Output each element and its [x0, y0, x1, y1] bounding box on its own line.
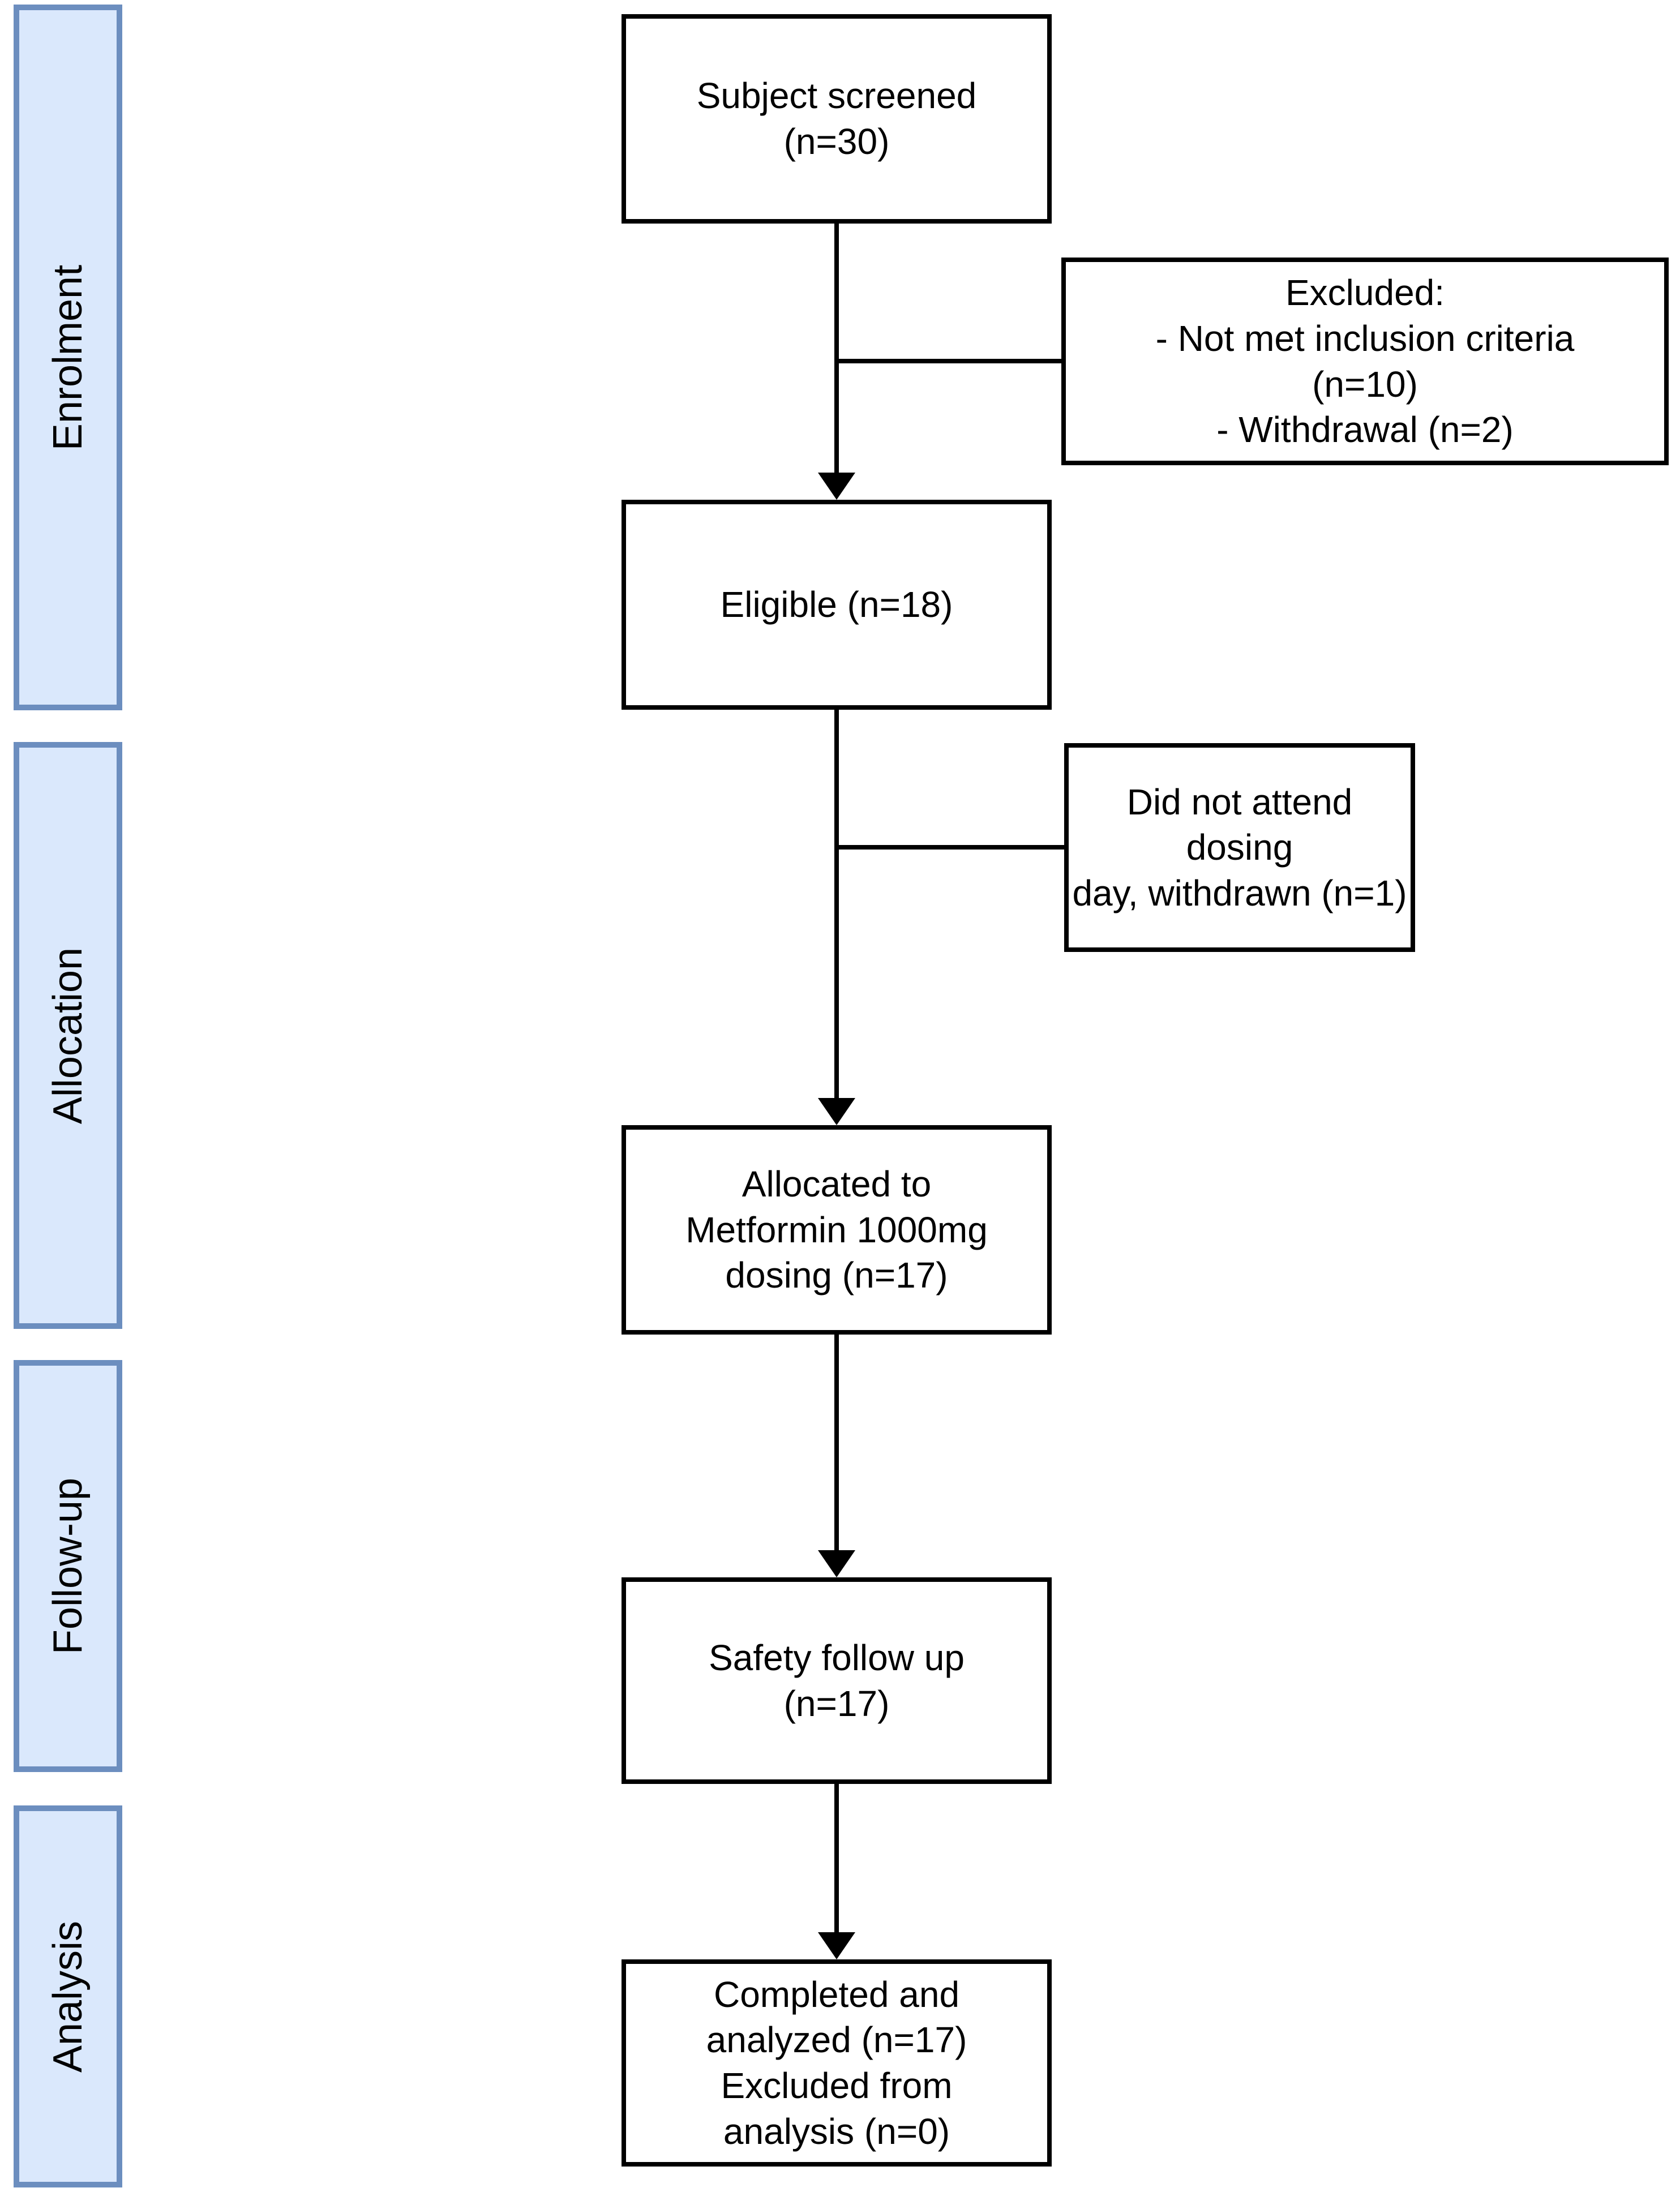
stage-band-follow-up: Follow-up — [14, 1360, 122, 1772]
connector-branch-withdrawn — [837, 845, 1064, 850]
flow-box-eligible-text: Eligible (n=18) — [720, 584, 953, 625]
connector-screened-to-eligible — [834, 222, 839, 475]
arrowhead-icon — [818, 473, 855, 500]
flow-box-allocated: Allocated to Metformin 1000mg dosing (n=… — [622, 1125, 1052, 1335]
flow-box-subject-screened: Subject screened (n=30) — [622, 14, 1052, 224]
stage-label-allocation: Allocation — [45, 947, 91, 1124]
stage-band-enrolment: Enrolment — [14, 5, 122, 710]
flow-box-completed-analyzed: Completed and analyzed (n=17) Excluded f… — [622, 1959, 1052, 2167]
connector-eligible-to-allocated — [834, 709, 839, 1101]
connector-followup-to-completed — [834, 1783, 839, 1935]
flow-box-subject-screened-text: Subject screened (n=30) — [696, 75, 977, 162]
connector-allocated-to-followup — [834, 1333, 839, 1553]
side-box-withdrawn-text: Did not attend dosing day, withdrawn (n=… — [1072, 781, 1407, 913]
side-box-excluded: Excluded: - Not met inclusion criteria (… — [1061, 258, 1669, 465]
arrowhead-icon — [818, 1932, 855, 1959]
flow-box-safety-follow-up-text: Safety follow up (n=17) — [709, 1637, 965, 1724]
side-box-withdrawn: Did not attend dosing day, withdrawn (n=… — [1064, 743, 1415, 952]
stage-label-enrolment: Enrolment — [45, 264, 91, 451]
arrowhead-icon — [818, 1550, 855, 1577]
flow-box-completed-analyzed-text: Completed and analyzed (n=17) Excluded f… — [706, 1974, 967, 2152]
connector-branch-excluded — [837, 359, 1061, 363]
stage-label-follow-up: Follow-up — [45, 1477, 91, 1655]
stage-label-analysis: Analysis — [45, 1920, 91, 2073]
flow-box-allocated-text: Allocated to Metformin 1000mg dosing (n=… — [685, 1164, 988, 1296]
flow-box-eligible: Eligible (n=18) — [622, 500, 1052, 710]
side-box-excluded-text: Excluded: - Not met inclusion criteria (… — [1155, 272, 1575, 451]
arrowhead-icon — [818, 1098, 855, 1125]
stage-band-allocation: Allocation — [14, 742, 122, 1329]
stage-band-analysis: Analysis — [14, 1805, 122, 2187]
flow-box-safety-follow-up: Safety follow up (n=17) — [622, 1577, 1052, 1784]
